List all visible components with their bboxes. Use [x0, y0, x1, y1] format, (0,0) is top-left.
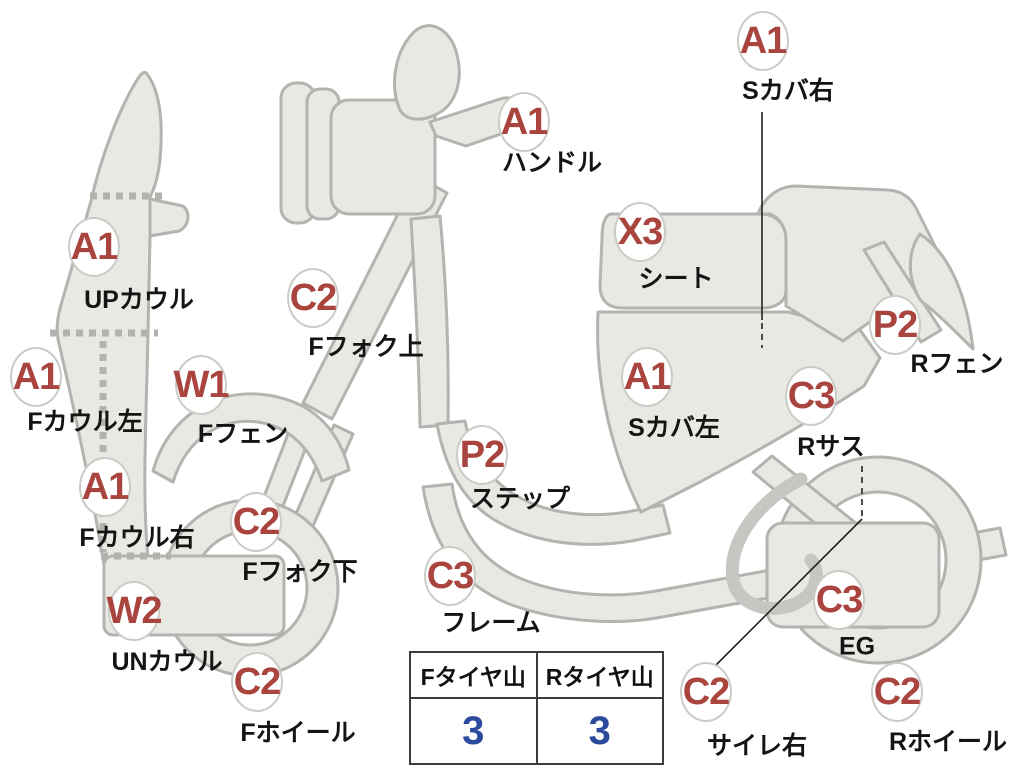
condition-code-scover-left: A1: [621, 347, 673, 407]
tire-tread-rear-value: 3: [535, 699, 663, 763]
part-label-upcowl: UPカウル: [84, 286, 194, 314]
part-label-ffender: Fフェン: [197, 420, 289, 448]
part-label-scover-right: Sカバ右: [742, 77, 834, 105]
condition-code-rsus: C3: [785, 366, 837, 426]
part-label-handle: ハンドル: [501, 149, 603, 177]
condition-code-step: P2: [456, 425, 508, 485]
condition-code-ffork-upper: C2: [287, 268, 339, 328]
silencer-leader-line: [711, 518, 863, 670]
part-label-rsus: Rサス: [797, 433, 865, 461]
condition-code-handle: A1: [498, 92, 550, 152]
condition-code-upcowl: A1: [68, 217, 120, 277]
condition-code-engine: C3: [813, 570, 865, 630]
part-label-ffork-upper: Fフォク上: [308, 333, 424, 361]
mirror-shape: [393, 24, 461, 121]
front-cowl-wing-shape: [148, 197, 190, 238]
part-label-seat: シート: [638, 265, 714, 293]
part-label-fwheel: Fホイール: [240, 719, 356, 747]
condition-code-ffork-lower: C2: [230, 492, 282, 552]
part-label-rwheel: Rホイール: [888, 728, 1008, 756]
rear-fender-shape: [908, 232, 975, 351]
tire-tread-front-value: 3: [462, 708, 485, 753]
part-label-frame: フレーム: [441, 609, 541, 637]
condition-code-silencer-right: C2: [680, 662, 732, 722]
tire-tread-table: Fタイヤ山 Rタイヤ山 3 3: [409, 651, 664, 765]
part-label-fcowl-right: Fカウル右: [79, 524, 195, 552]
handlebar-body-shape: [329, 98, 437, 216]
condition-code-scover-right: A1: [737, 11, 789, 71]
condition-code-fcowl-right: A1: [79, 457, 131, 517]
condition-code-uncowl: W2: [107, 581, 163, 641]
part-label-step: ステップ: [469, 485, 571, 513]
condition-code-frame: C3: [424, 546, 476, 606]
frame-neck-shape: [409, 214, 450, 429]
part-label-rfender: Rフェン: [910, 350, 1004, 378]
tire-table-header-rear: Rタイヤ山: [535, 653, 663, 697]
condition-code-fwheel: C2: [231, 652, 283, 712]
part-label-fcowl-left: Fカウル左: [27, 408, 143, 436]
muffler-shape: [725, 472, 823, 615]
part-label-uncowl: UNカウル: [111, 648, 223, 676]
condition-code-rwheel: C2: [871, 662, 923, 722]
part-label-engine: EG: [838, 632, 876, 661]
condition-code-fcowl-left: A1: [10, 347, 62, 407]
condition-code-rfender: P2: [869, 295, 921, 355]
tire-table-header-front: Fタイヤ山: [420, 664, 526, 690]
part-label-silencer-right: サイレ右: [706, 732, 808, 760]
condition-code-seat: X3: [614, 202, 666, 262]
part-label-scover-left: Sカバ左: [628, 414, 720, 442]
part-label-ffork-lower: Fフォク下: [242, 558, 358, 586]
condition-code-ffender: W1: [174, 355, 230, 415]
